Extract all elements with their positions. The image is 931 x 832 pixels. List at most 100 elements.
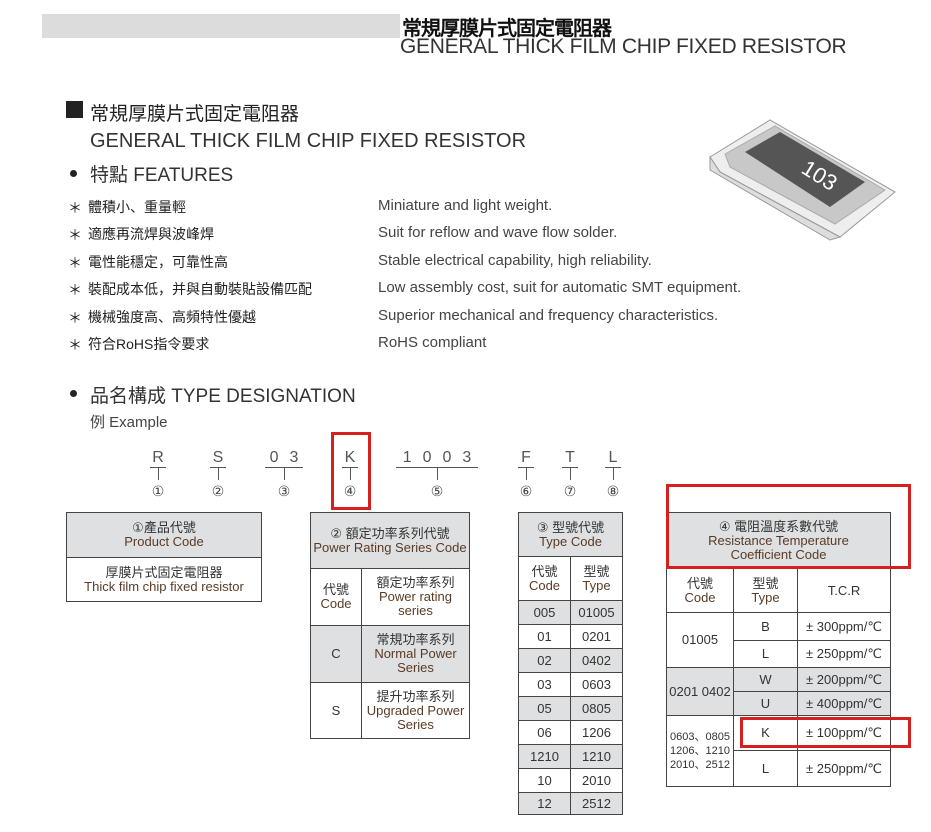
position-number: ⑤	[430, 483, 444, 499]
bullet-icon	[70, 170, 77, 177]
code-cell: 12	[518, 792, 571, 815]
position-number: ⑥	[519, 483, 533, 499]
type-cell: 0805	[570, 696, 623, 721]
code-cell: 005	[518, 600, 571, 625]
series-cn: 常規功率系列	[376, 632, 455, 647]
series-en: Upgraded Power Series	[366, 702, 465, 732]
col-tcr: T.C.R	[797, 568, 891, 613]
bracket-line	[150, 467, 166, 480]
bracket-line	[342, 467, 358, 480]
col-code-en: Code	[684, 589, 716, 605]
header-en: Type Code	[539, 533, 602, 549]
feature-cn: 電性能穩定，可靠性高	[88, 254, 228, 270]
series-en: Normal Power Series	[374, 646, 457, 675]
type-cell: 2512	[570, 792, 623, 815]
bracket-line	[605, 467, 621, 480]
type-cell: 1210	[570, 744, 623, 769]
type-cell: 1206	[570, 720, 623, 745]
col-code-cn: 代號	[322, 582, 349, 597]
feature-cn: 裝配成本低，并與自動裝貼設備匹配	[88, 281, 312, 297]
asterisk-icon: ＊	[68, 255, 82, 271]
features-heading: 特點 FEATURES	[90, 165, 234, 186]
col-code-cn: 代號	[686, 575, 713, 591]
type-cell: W	[733, 667, 798, 692]
table-row: L± 250ppm/℃	[667, 640, 891, 668]
code-cell: 10	[518, 768, 571, 793]
square-bullet-icon	[66, 101, 83, 118]
bracket-line	[210, 467, 226, 480]
code-cell: 0201 0402	[666, 667, 734, 716]
header-cn: ③ 型號代號	[536, 519, 605, 535]
header-en: Power Rating Series Code	[313, 539, 467, 555]
tcr-cell: ± 200ppm/℃	[797, 667, 891, 692]
value-cn: 厚膜片式固定電阻器	[105, 564, 223, 580]
col-type-cn: 型號	[752, 575, 779, 591]
bracket-line	[562, 467, 578, 480]
bracket-line	[265, 467, 303, 480]
section-title-cn: 常規厚膜片式固定電阻器	[90, 104, 300, 125]
type-cell: U	[733, 691, 798, 716]
type-cell: 0402	[570, 648, 623, 673]
code-letter: 1003	[402, 449, 483, 466]
asterisk-icon: ＊	[68, 337, 82, 353]
header-en: Resistance Temperature Coefficient Code	[708, 532, 849, 562]
code-letter: F	[521, 449, 542, 466]
col-type-en: Type	[582, 577, 611, 593]
chip-resistor-image: 103	[709, 119, 896, 241]
code-cell: C	[310, 625, 362, 683]
asterisk-icon: ＊	[68, 310, 82, 326]
header-cn: ④ 電阻溫度系數代號	[718, 518, 839, 534]
position-number: ⑦	[563, 483, 577, 499]
code-letter: K	[344, 449, 367, 466]
feature-en: Suit for reflow and wave flow solder.	[378, 224, 618, 241]
asterisk-icon: ＊	[68, 227, 82, 243]
feature-cn: 體積小、重量輕	[88, 199, 186, 215]
feature-en: Miniature and light weight.	[378, 197, 553, 214]
col-series-cn: 額定功率系列	[376, 575, 455, 590]
code-letter: L	[608, 449, 629, 466]
code-cell: 0603、0805 1206、1210 2010、2512	[666, 715, 734, 787]
tcr-cell: ± 250ppm/℃	[797, 640, 891, 668]
bullet-icon	[70, 390, 77, 397]
code-letter: S	[212, 449, 235, 466]
type-cell: L	[733, 750, 798, 787]
code-cell: 06	[518, 720, 571, 745]
feature-en: Superior mechanical and frequency charac…	[378, 307, 719, 324]
tcr-cell: ± 400ppm/℃	[797, 691, 891, 716]
position-number: ④	[343, 483, 357, 499]
col-type-cn: 型號	[583, 563, 610, 579]
tcr-cell: ± 300ppm/℃	[797, 612, 891, 641]
position-number: ③	[277, 483, 291, 499]
position-number: ②	[211, 483, 225, 499]
code-letter: 03	[269, 449, 310, 466]
code-letter: T	[565, 449, 586, 466]
series-cn: 提升功率系列	[376, 688, 455, 704]
asterisk-icon: ＊	[68, 282, 82, 298]
bracket-line	[396, 467, 478, 480]
header-cn: ② 額定功率系列代號	[330, 525, 450, 541]
code-cell: 1210	[518, 744, 571, 769]
header-cn: ①產品代號	[132, 520, 196, 535]
designation-heading: 品名構成 TYPE DESIGNATION	[90, 386, 356, 407]
type-cell: 0603	[570, 672, 623, 697]
col-code-en: Code	[528, 577, 561, 593]
code-cell: 05	[518, 696, 571, 721]
code-cell: 01	[518, 624, 571, 649]
col-code-cn: 代號	[531, 563, 558, 579]
table-row: L± 250ppm/℃	[667, 750, 891, 787]
